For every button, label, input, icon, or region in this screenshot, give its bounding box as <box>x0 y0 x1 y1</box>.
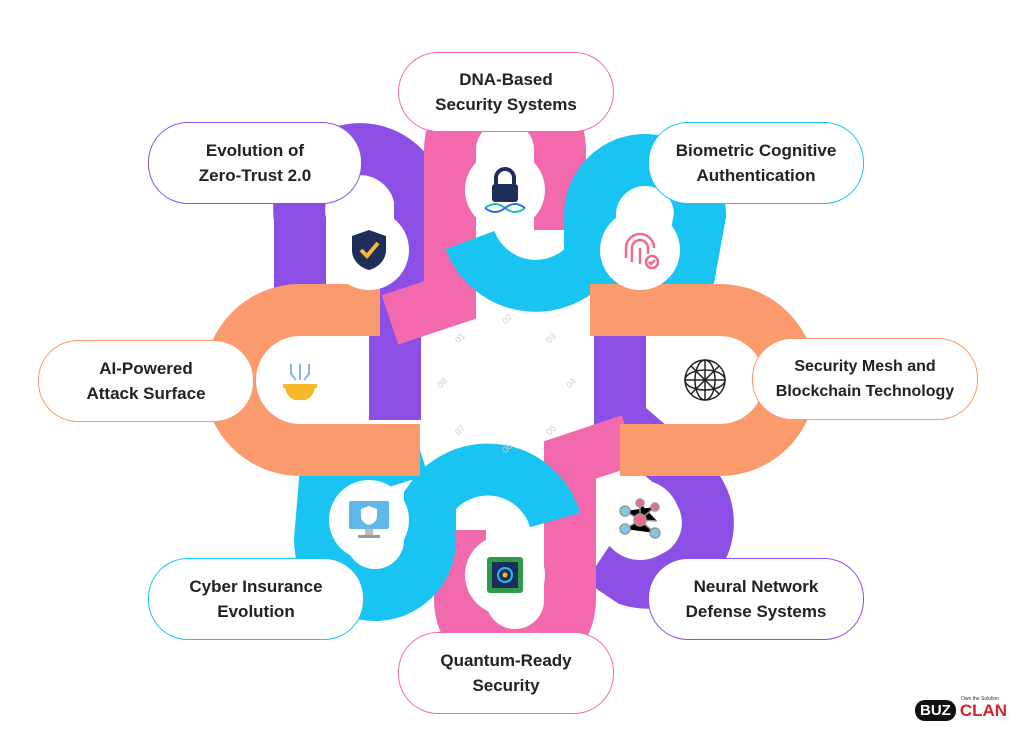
buzzclan-logo: Own the Solution BUZ CLAN <box>915 696 1008 721</box>
quantum-chip-icon <box>465 535 545 615</box>
monitor-shield-icon <box>329 480 409 560</box>
logo-wordmark: CLAN <box>959 700 1008 720</box>
ai-gear-icon <box>260 340 340 420</box>
purple-band-bottom-right <box>585 330 734 609</box>
mesh-sphere-icon <box>665 340 745 420</box>
neural-network-icon <box>600 480 680 560</box>
fingerprint-icon <box>600 210 680 290</box>
logo-mark: BUZ <box>915 700 956 721</box>
logo-tagline: Own the Solution <box>961 696 1000 702</box>
shield-check-icon <box>329 210 409 290</box>
lock-dna-icon <box>465 150 545 230</box>
